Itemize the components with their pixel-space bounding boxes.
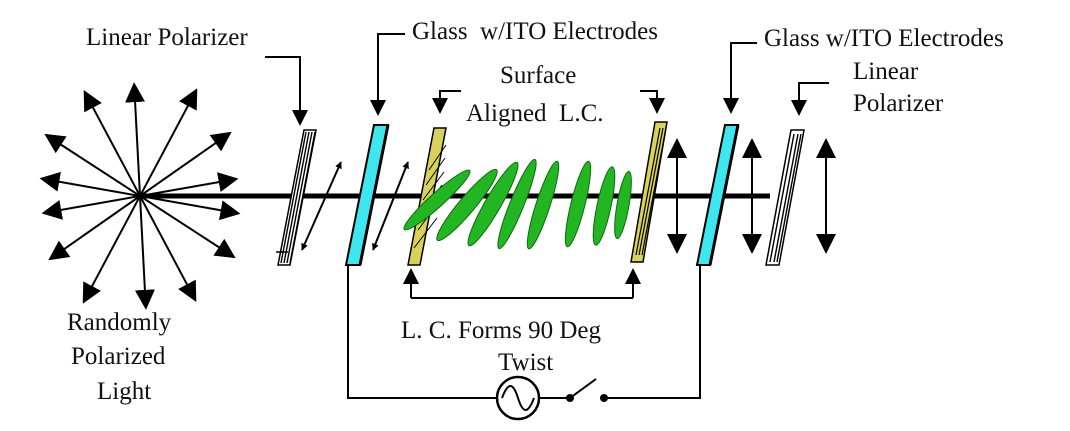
polarized-light-arrow-1 — [301, 161, 342, 251]
label-random-light-line1: Randomly — [67, 309, 172, 336]
lc-molecule — [526, 160, 560, 250]
label-surface-line1: Surface — [500, 62, 576, 89]
label-linear-polarizer-right-line1: Linear — [853, 58, 919, 85]
label-glass-ito-right: Glass w/ITO Electrodes — [764, 25, 1004, 52]
polarized-light-arrow-2 — [372, 161, 409, 251]
liquid-crystal-molecules — [403, 158, 632, 250]
ac-voltage-source-icon — [495, 375, 541, 421]
label-linear-polarizer-left: Linear Polarizer — [86, 24, 248, 51]
ito-glass-right — [695, 124, 740, 266]
lc-molecule — [467, 161, 519, 247]
label-random-light-line2: Polarized — [71, 343, 166, 370]
alignment-layer-right — [630, 121, 668, 263]
lc-molecule — [592, 166, 616, 246]
label-twist-line2: Twist — [498, 349, 553, 376]
lc-molecule — [564, 160, 592, 248]
circuit-wire-return — [606, 266, 701, 399]
label-linear-polarizer-right-line2: Polarizer — [853, 90, 944, 117]
label-leader-arrowheads — [292, 98, 807, 126]
lc-molecule — [497, 158, 537, 250]
label-surface-line2: Aligned L.C. — [466, 100, 604, 127]
open-switch-icon — [566, 378, 608, 402]
lc-molecule — [403, 169, 471, 231]
label-random-light-line3: Light — [97, 378, 151, 405]
twist-bracket — [403, 268, 641, 299]
label-twist-line1: L. C. Forms 90 Deg — [401, 317, 602, 344]
circuit-wire — [347, 266, 497, 399]
label-glass-ito-left: Glass w/ITO Electrodes — [412, 18, 658, 45]
lc-molecule — [614, 171, 632, 239]
linear-polarizer-right — [765, 129, 805, 266]
lc-molecule — [436, 168, 498, 242]
